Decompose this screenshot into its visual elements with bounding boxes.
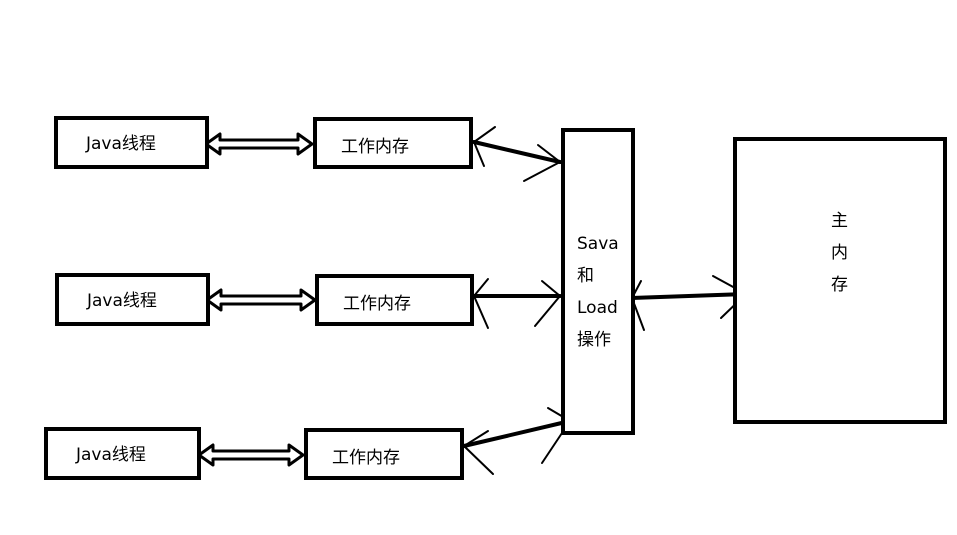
arrow-wm2-saveload: [472, 278, 562, 329]
main-memory-char: 内: [831, 243, 848, 263]
double-arrow-thread-1: [204, 132, 314, 156]
arrow-wm1-saveload: [472, 126, 562, 182]
save-load-line: 操作: [577, 330, 611, 350]
save-load-line: Load: [577, 298, 618, 318]
java-thread-box-2: Java线程: [55, 273, 210, 326]
working-memory-label: 工作内存: [332, 448, 400, 468]
working-memory-label: 工作内存: [341, 137, 409, 157]
arrow-saveload-main: [630, 275, 748, 331]
java-thread-box-1: Java线程: [54, 116, 209, 169]
save-load-line: Sava: [577, 234, 619, 254]
java-thread-label: Java线程: [87, 291, 157, 311]
java-thread-box-3: Java线程: [44, 427, 201, 480]
working-memory-label: 工作内存: [343, 294, 411, 314]
working-memory-box-2: 工作内存: [315, 274, 474, 326]
working-memory-box-3: 工作内存: [304, 428, 464, 480]
main-memory-label: 主 内 存: [831, 205, 848, 301]
java-thread-label: Java线程: [86, 134, 156, 154]
main-memory-box: 主 内 存: [733, 137, 947, 424]
double-arrow-thread-3: [197, 443, 305, 467]
double-arrow-thread-2: [205, 288, 317, 312]
working-memory-box-1: 工作内存: [313, 117, 473, 169]
java-thread-label: Java线程: [76, 445, 146, 465]
save-load-label: Sava 和 Load 操作: [577, 228, 619, 356]
arrow-wm3-saveload: [462, 407, 572, 475]
main-memory-char: 主: [831, 211, 848, 231]
save-load-box: Sava 和 Load 操作: [561, 128, 635, 435]
save-load-line: 和: [577, 266, 594, 286]
main-memory-char: 存: [831, 275, 848, 295]
